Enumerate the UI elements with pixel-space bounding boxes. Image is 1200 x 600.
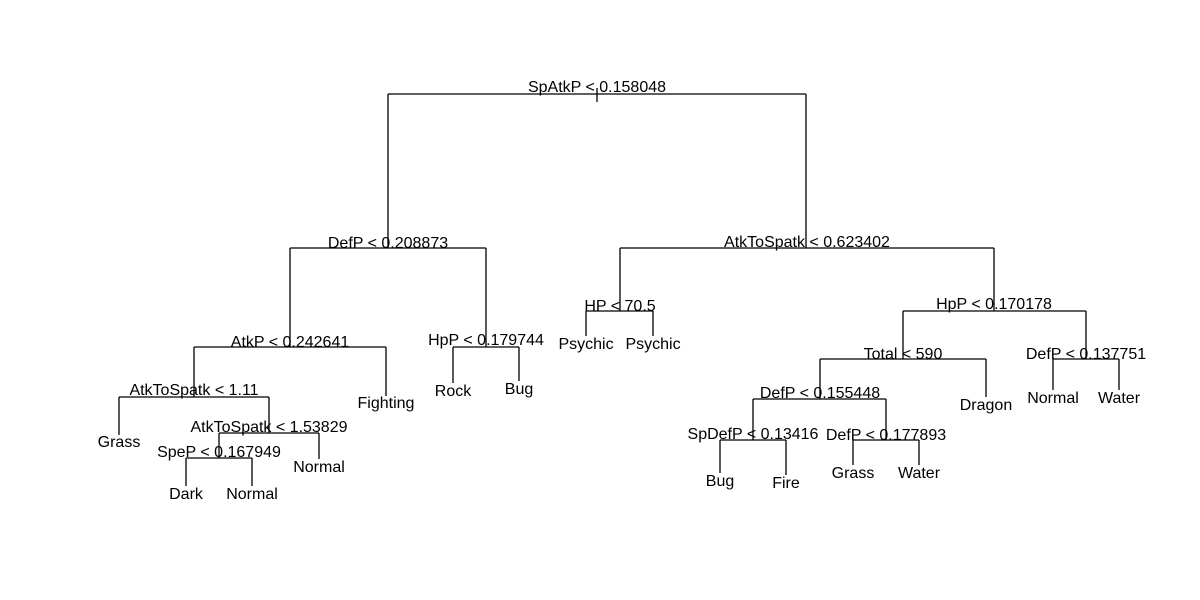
split-label-n8: AtkToSpatk < 1.11: [129, 382, 258, 399]
leaf-label-rock: Rock: [435, 383, 472, 400]
leaf-label-water-1: Water: [898, 465, 941, 482]
split-label-n13: DefP < 0.155448: [760, 385, 880, 402]
leaf-label-dark: Dark: [169, 486, 204, 503]
split-label-n15: DefP < 0.177893: [826, 427, 946, 444]
split-label-n5: HpP < 0.179744: [428, 332, 544, 349]
leaf-label-psychic-2: Psychic: [625, 336, 680, 353]
leaf-label-psychic-1: Psychic: [558, 336, 613, 353]
split-label-root: SpAtkP < 0.158048: [528, 79, 666, 96]
leaf-label-bug-2: Bug: [706, 473, 734, 490]
split-labels: SpAtkP < 0.158048 DefP < 0.208873 AtkToS…: [129, 79, 1146, 461]
split-label-n6: HP < 70.5: [584, 298, 655, 315]
split-label-n10: SpeP < 0.167949: [157, 444, 281, 461]
leaf-label-fire: Fire: [772, 475, 800, 492]
leaf-label-water-2: Water: [1098, 390, 1141, 407]
split-label-n4: AtkP < 0.242641: [231, 334, 350, 351]
tree-edges: [118, 88, 1120, 486]
leaf-label-grass-2: Grass: [832, 465, 875, 482]
leaf-label-normal-3: Normal: [1027, 390, 1079, 407]
leaf-labels: Grass Dark Normal Normal Fighting Rock B…: [98, 336, 1141, 503]
split-label-n7: HpP < 0.170178: [936, 296, 1052, 313]
split-label-n11: Total < 590: [864, 346, 943, 363]
leaf-label-normal-2: Normal: [293, 459, 345, 476]
split-label-n9: AtkToSpatk < 1.53829: [191, 419, 348, 436]
split-label-n12: DefP < 0.137751: [1026, 346, 1146, 363]
split-label-n3: AtkToSpatk < 0.623402: [724, 234, 890, 251]
leaf-label-grass-1: Grass: [98, 434, 141, 451]
leaf-label-bug-1: Bug: [505, 381, 533, 398]
leaf-label-fighting: Fighting: [358, 395, 415, 412]
split-label-n14: SpDefP < 0.13416: [688, 426, 819, 443]
leaf-label-dragon: Dragon: [960, 397, 1012, 414]
split-label-n2: DefP < 0.208873: [328, 235, 448, 252]
leaf-label-normal-1: Normal: [226, 486, 278, 503]
